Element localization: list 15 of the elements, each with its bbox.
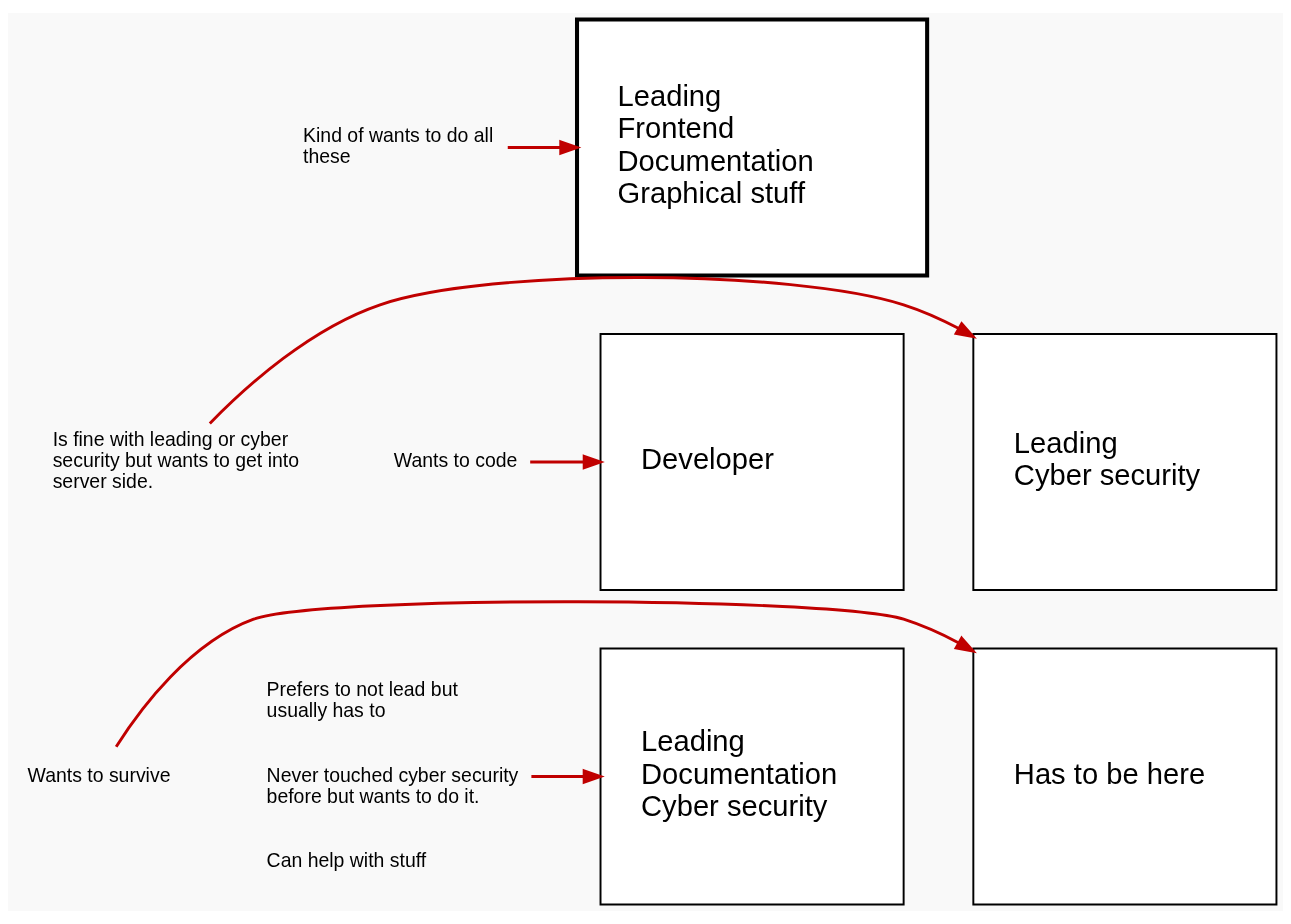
node-box: Leading Cyber security [972,332,1278,592]
node-text: Is fine with leading or cyber security but wants to get into server side. [52,427,299,493]
arrow [208,276,977,425]
arrow [507,139,582,156]
node-text: Wants to code [393,449,518,472]
node-text: Prefers to not lead but usually has to Never touched cyber security before but wants to do it. Can help with stuff [266,677,519,872]
arrow [531,768,605,785]
node-box: Leading Frontend Documentation Graphical stuff [575,17,930,278]
node-box: Leading Documentation Cyber security [599,647,905,906]
arrow [530,454,605,470]
arrow [114,600,977,748]
node-box: Has to be here [972,647,1278,906]
node-text: Wants to survive [27,763,171,786]
node-box: Developer [599,332,905,592]
node-text: Kind of wants to do all these [303,124,494,168]
